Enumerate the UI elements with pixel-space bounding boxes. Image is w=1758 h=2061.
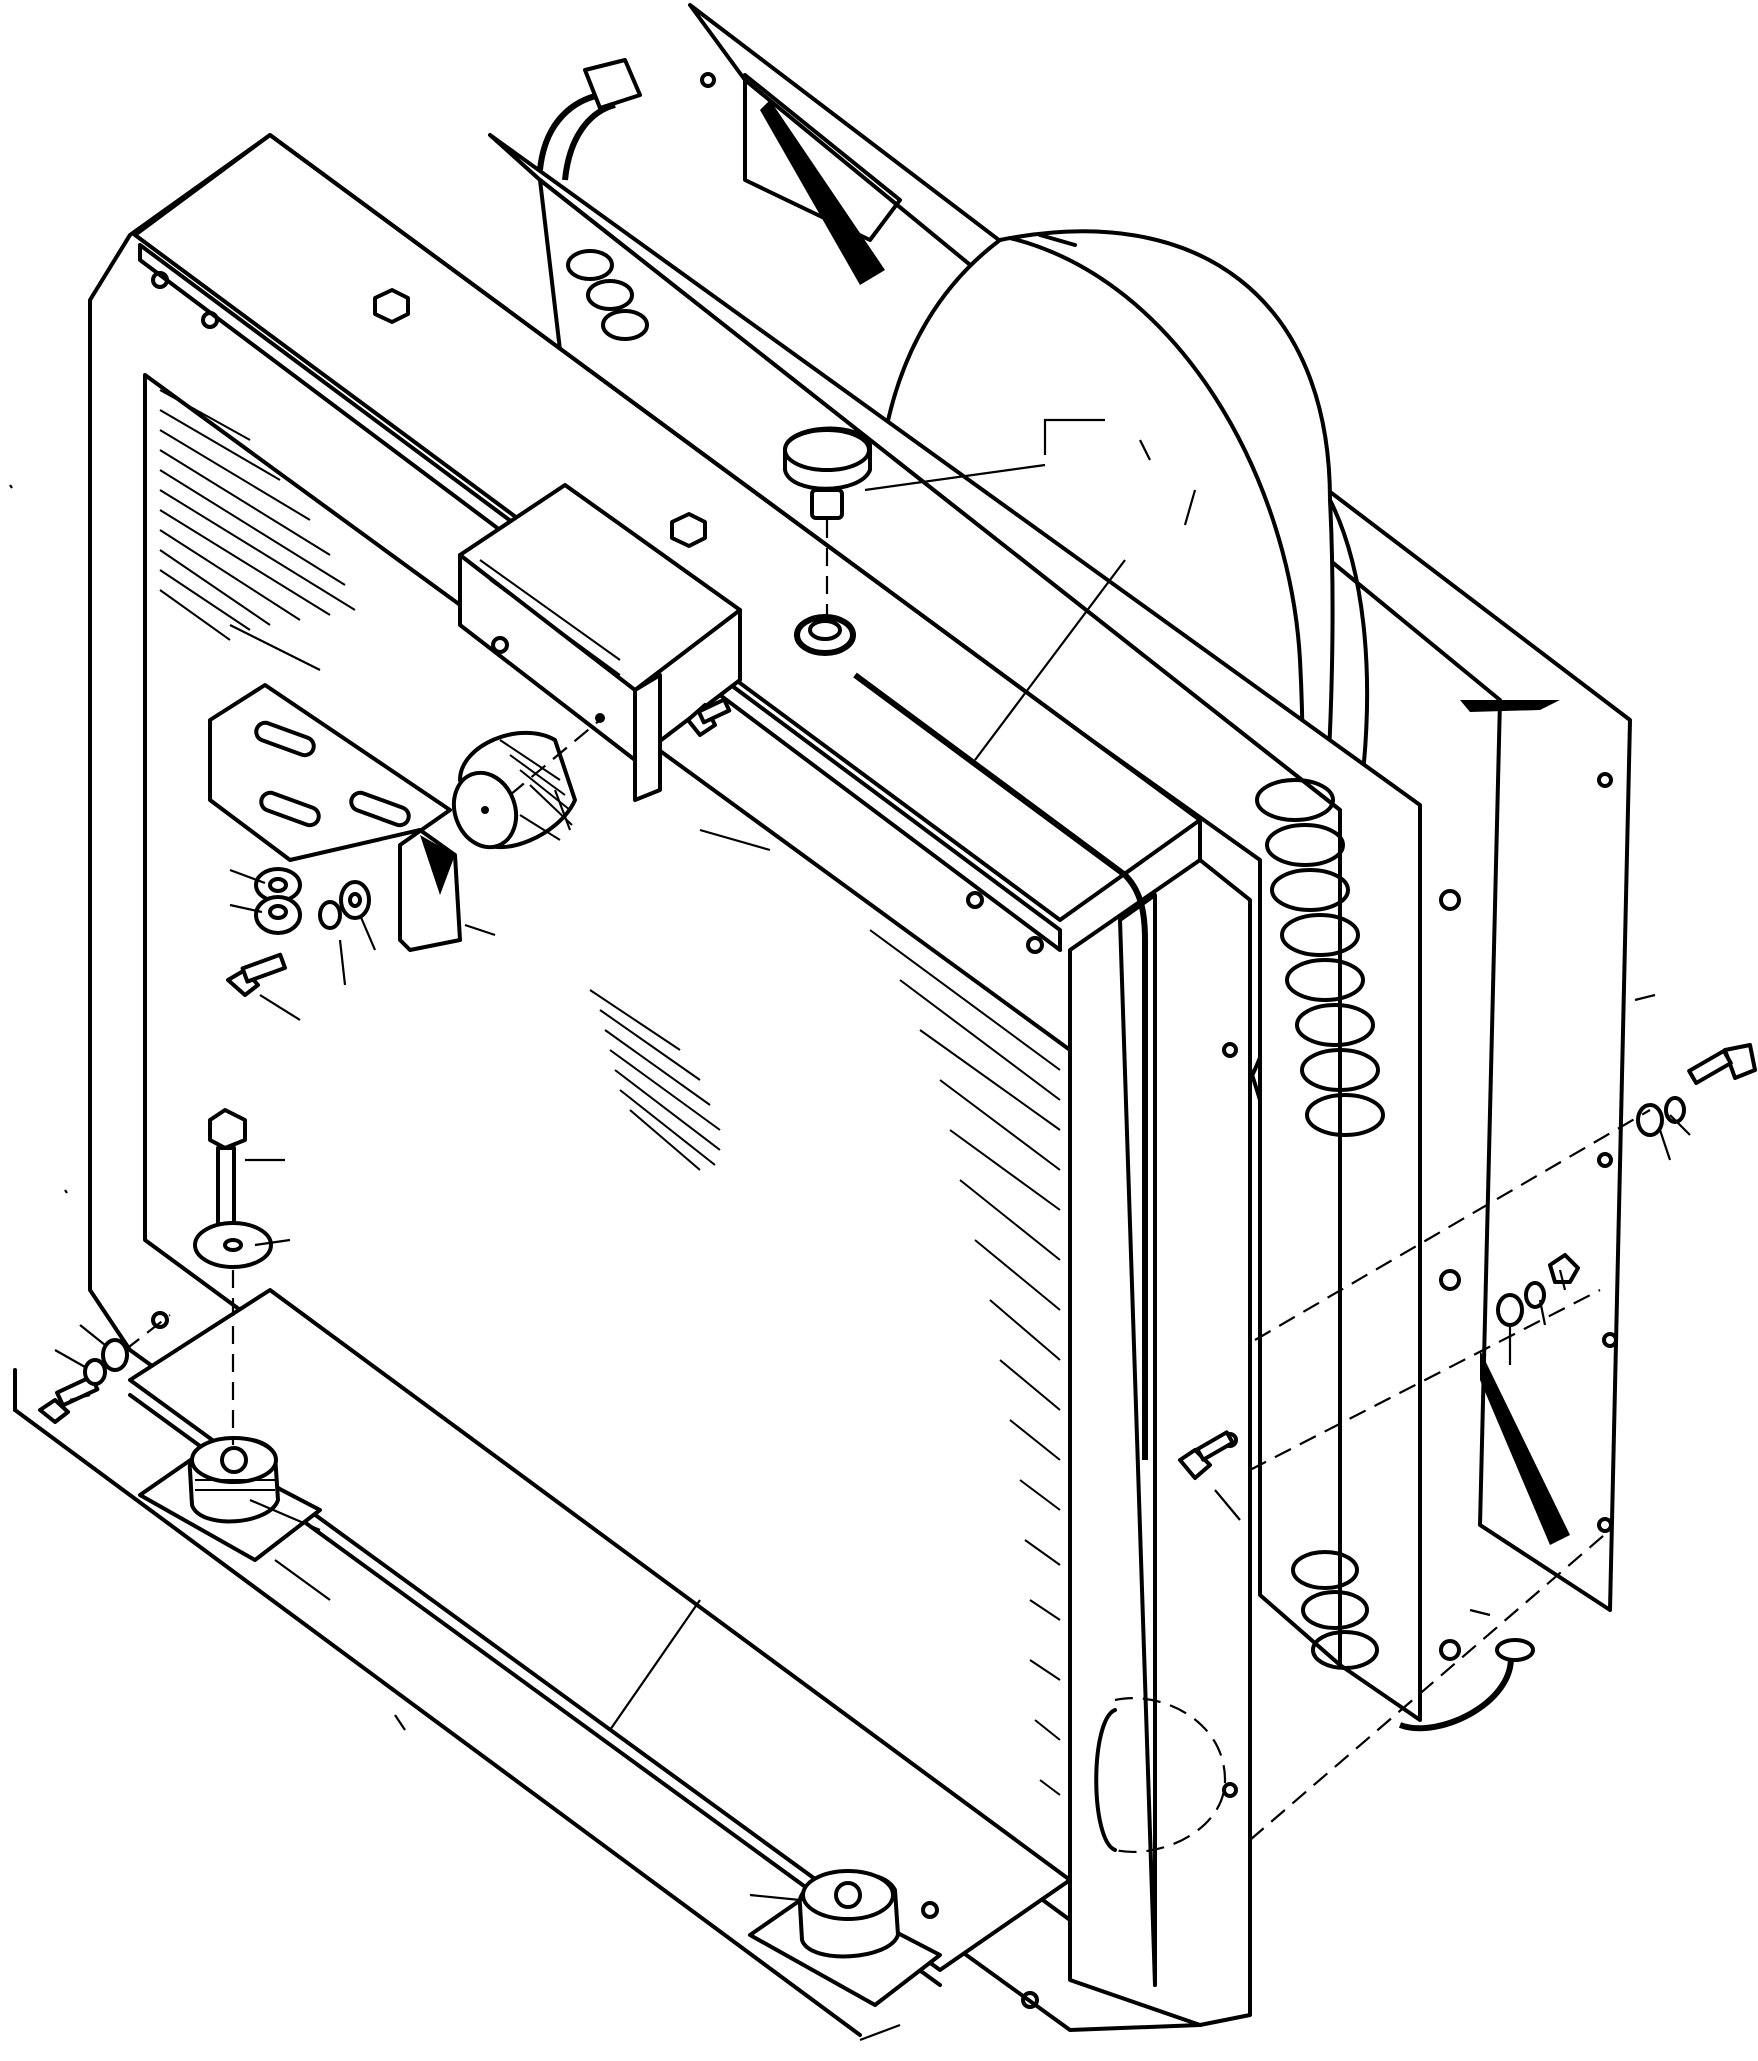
fan-shroud	[688, 3, 1632, 1612]
core-fins-left	[159, 389, 356, 641]
leader-lines	[9, 418, 1691, 2042]
expansion-tank-bracket	[458, 483, 742, 802]
assembly-lines	[124, 520, 1651, 1841]
lower-rubber-mount-left	[138, 1436, 322, 1562]
radiator-cap	[783, 426, 872, 520]
radiator-core	[88, 133, 1252, 2032]
washers	[83, 880, 1686, 1386]
core-fins-right	[869, 929, 1061, 1796]
filler-neck	[794, 614, 856, 656]
oil-cooler	[488, 58, 1535, 1732]
lower-rubber-mount-right	[748, 1869, 942, 2007]
rubber-mount	[451, 730, 577, 850]
nuts	[254, 713, 1580, 1284]
core-fins-center	[589, 989, 721, 1171]
support-plate	[208, 683, 462, 952]
